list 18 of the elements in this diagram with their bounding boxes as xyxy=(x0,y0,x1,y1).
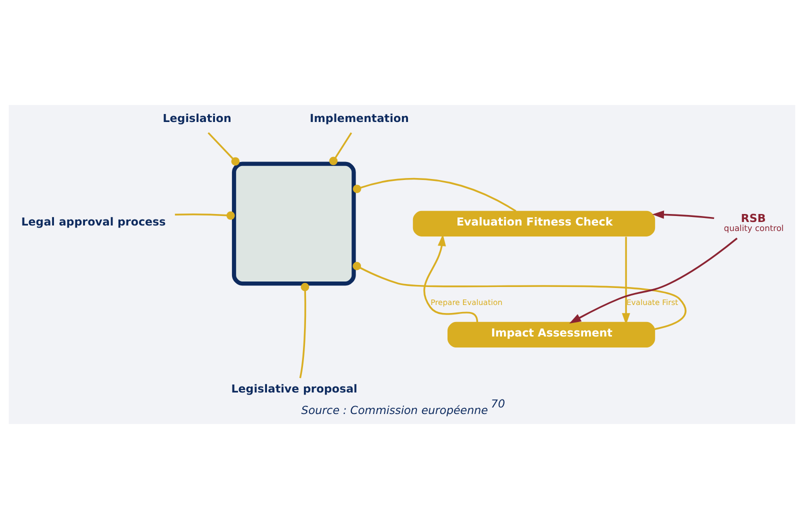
connector xyxy=(174,210,235,220)
node-box: Evaluation Fitness Check xyxy=(412,210,656,236)
node-box: Impact Assessment xyxy=(448,321,656,348)
node-text: Legal approval process xyxy=(21,215,166,228)
connector xyxy=(208,132,240,166)
connector xyxy=(352,177,516,212)
arrow xyxy=(423,234,478,322)
connector xyxy=(299,282,310,378)
arrow xyxy=(569,237,738,323)
node-text: Legislative proposal xyxy=(231,382,358,396)
connector xyxy=(329,132,352,165)
node-text: RSB quality control xyxy=(724,212,784,233)
connector xyxy=(352,261,686,330)
arrow xyxy=(652,210,714,219)
node-text: Legislation xyxy=(162,112,232,125)
node-text: Implementation xyxy=(310,112,409,125)
node-box xyxy=(232,161,356,286)
arrow xyxy=(622,236,630,324)
